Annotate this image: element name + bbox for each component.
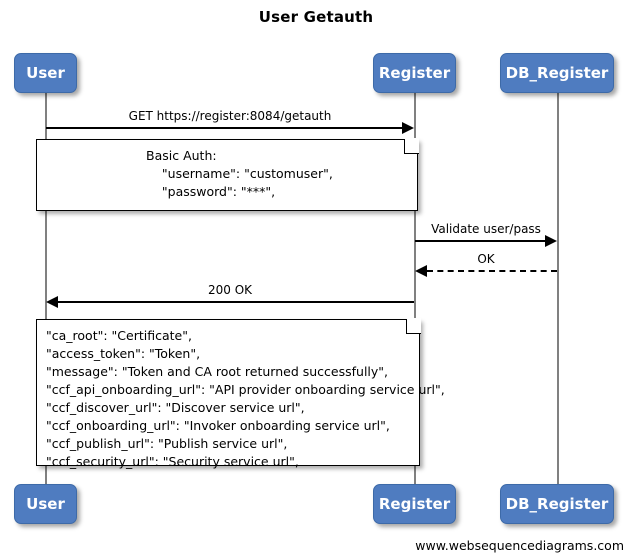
note-fold-icon xyxy=(405,318,421,334)
note-line: "ccf_onboarding_url": "Invoker onboardin… xyxy=(46,418,390,433)
message-arrowhead-get-getauth xyxy=(402,122,414,134)
lifeline-db-register xyxy=(557,92,559,484)
message-line-get-getauth xyxy=(46,127,404,129)
message-arrowhead-ok xyxy=(415,265,427,277)
actor-register-bottom[interactable]: Register xyxy=(373,484,456,524)
actor-db-register-top[interactable]: DB_Register xyxy=(500,53,614,93)
note-line: "ccf_api_onboarding_url": "API provider … xyxy=(46,382,445,397)
message-line-200-ok xyxy=(58,301,414,303)
response-payload-note: "ca_root": "Certificate", "access_token"… xyxy=(36,318,445,469)
message-label-validate-user-pass: Validate user/pass xyxy=(431,222,541,236)
actor-label: DB_Register xyxy=(505,495,609,513)
message-arrowhead-200-ok xyxy=(46,296,58,308)
footer-attribution: www.websequencediagrams.com xyxy=(415,538,624,553)
note-line: "ccf_discover_url": "Discover service ur… xyxy=(46,400,305,415)
note-line: "access_token": "Token", xyxy=(46,346,201,361)
note-line: "password": "***", xyxy=(146,184,276,199)
note-line: "message": "Token and CA root returned s… xyxy=(46,364,389,379)
message-line-validate-user-pass xyxy=(415,240,547,242)
note-fold-icon xyxy=(403,138,419,154)
actor-label: DB_Register xyxy=(505,64,609,82)
actor-label: Register xyxy=(378,495,451,513)
note-line: "ca_root": "Certificate", xyxy=(46,328,192,343)
actor-label: User xyxy=(26,64,65,82)
message-label-200-ok: 200 OK xyxy=(207,283,253,297)
basic-auth-note: Basic Auth: "username": "customuser", "p… xyxy=(36,138,419,211)
actor-user-top[interactable]: User xyxy=(14,53,77,93)
note-line: "ccf_publish_url": "Publish service url"… xyxy=(46,436,288,451)
note-line: Basic Auth: xyxy=(146,148,217,163)
message-label-get-getauth: GET https://register:8084/getauth xyxy=(128,109,332,123)
lifeline-user xyxy=(45,92,47,484)
note-line: "username": "customuser", xyxy=(146,166,333,181)
actor-register-top[interactable]: Register xyxy=(373,53,456,93)
actor-user-bottom[interactable]: User xyxy=(14,484,77,524)
actor-db-register-bottom[interactable]: DB_Register xyxy=(500,484,614,524)
actor-label: Register xyxy=(378,64,451,82)
lifeline-register xyxy=(414,92,416,484)
message-arrowhead-validate-user-pass xyxy=(545,235,557,247)
page-title: User Getauth xyxy=(258,8,374,26)
note-line: "ccf_security_url": "Security service ur… xyxy=(46,454,299,469)
message-line-ok xyxy=(427,270,557,272)
actor-label: User xyxy=(26,495,65,513)
message-label-ok: OK xyxy=(477,252,495,266)
